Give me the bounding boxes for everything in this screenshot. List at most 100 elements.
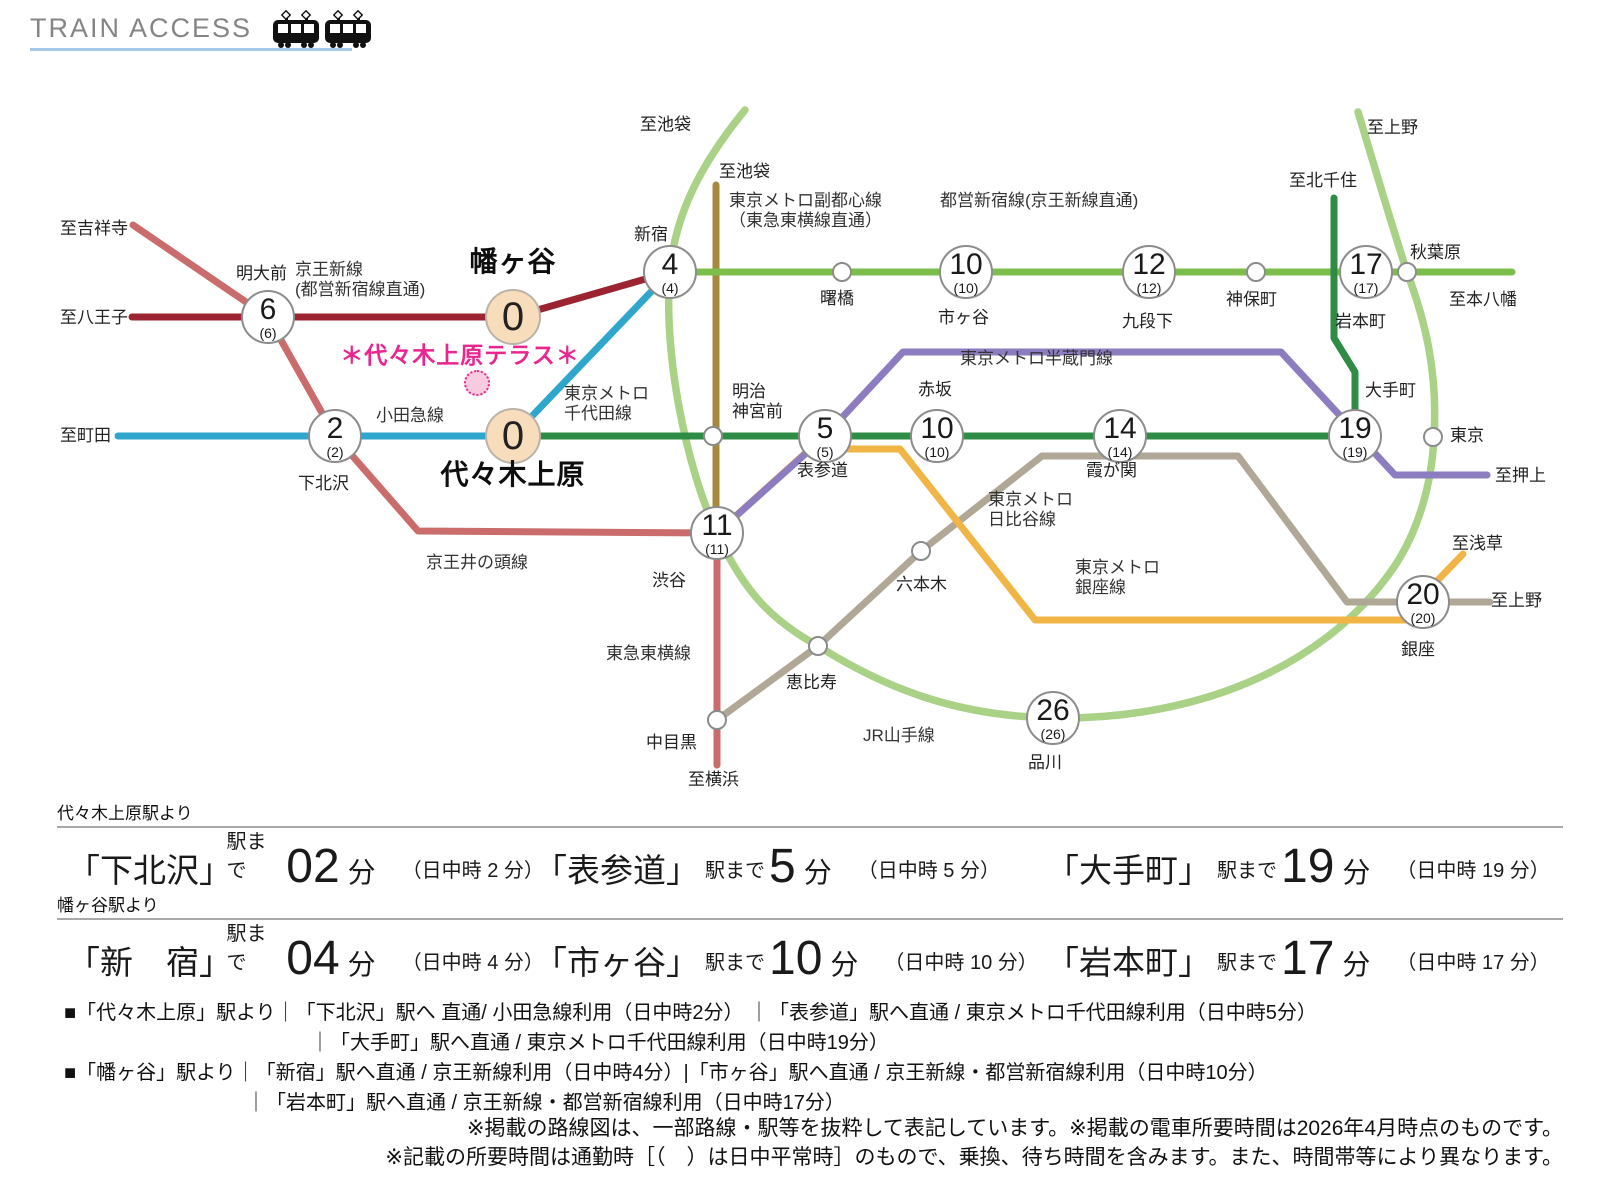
label-terrace-name: ＊代々木上原テラス＊	[340, 342, 580, 368]
station-minutes: 20	[1406, 577, 1440, 611]
label-line-toei-shinjuku: 都営新宿線(京王新線直通)	[940, 191, 1139, 210]
label-big-hatagaya: 幡ヶ谷	[469, 246, 557, 277]
time-minutes: 17	[1281, 931, 1335, 985]
disclaimers: ※掲載の路線図は、一部路線・駅等を抜粋して表記しています。※掲載の電車所要時間は…	[385, 1114, 1563, 1172]
label-st-akebonobashi: 曙橋	[820, 289, 854, 308]
label-to-ueno-top: 至上野	[1367, 118, 1418, 137]
label-big-yoyogi-uehara: 代々木上原	[440, 459, 586, 490]
station-jimbocho	[1246, 262, 1266, 282]
station-minutes-daytime: (2)	[326, 443, 344, 460]
time-minutes: 02	[286, 839, 340, 893]
station-minutes-daytime: (10)	[924, 443, 950, 460]
label-to-oshiage: 至押上	[1495, 466, 1546, 485]
time-suffix: 駅まで	[226, 923, 267, 974]
label-st-akasaka: 赤坂	[918, 380, 952, 399]
route-note-line: ■「代々木上原」駅より｜「下北沢」駅へ 直通/ 小田急線利用（日中時2分） ｜「…	[64, 1002, 1317, 1024]
station-ichigaya: 10(10)	[939, 245, 993, 299]
header: TRAIN ACCESS	[30, 9, 376, 55]
station-minutes-daytime: (10)	[953, 279, 979, 296]
station-minutes: 19	[1338, 411, 1372, 445]
label-st-shibuya: 渋谷	[652, 571, 686, 590]
time-suffix: 駅まで	[226, 831, 267, 882]
label-to-ikebukuro-yamanote: 至池袋	[640, 115, 691, 134]
label-to-ikebukuro-fukutoshin: 至池袋	[719, 162, 770, 181]
station-omotesando: 5(5)	[798, 409, 852, 463]
station-meidaimae: 6(6)	[241, 290, 295, 344]
time-station: 「下北沢」	[67, 851, 232, 889]
label-line-toyoko: 東急東横線	[606, 644, 691, 663]
label-line-hanzomon: 東京メトロ半蔵門線	[960, 349, 1113, 368]
time-daytime: （日中時 19 分）	[1396, 860, 1550, 882]
time-daytime: （日中時 4 分）	[401, 952, 544, 974]
time-station: 「市ヶ谷」	[534, 943, 699, 981]
label-st-ichigaya: 市ヶ谷	[938, 308, 989, 327]
line-ginza-asakusa-stub	[1433, 550, 1467, 585]
disclaimer-line: ※掲載の路線図は、一部路線・駅等を抜粋して表記しています。※掲載の電車所要時間は…	[466, 1117, 1563, 1140]
label-line-fukutoshin: 東京メトロ副都心線 （東急東横線直通）	[729, 191, 882, 230]
access-heading: 代々木上原駅より	[57, 804, 193, 823]
station-roppongi	[911, 541, 931, 561]
station-akihabara	[1397, 262, 1417, 282]
access-rule	[57, 918, 1563, 920]
time-minutes: 04	[286, 931, 340, 985]
time-suffix: 駅まで	[705, 952, 765, 974]
station-minutes: 5	[816, 411, 834, 445]
station-minutes: 10	[920, 411, 954, 445]
label-st-akihabara: 秋葉原	[1410, 243, 1461, 262]
time-unit: 分	[803, 856, 832, 888]
station-minutes: 26	[1036, 693, 1070, 727]
label-st-meidaimae: 明大前	[236, 264, 287, 283]
label-st-shinjuku: 新宿	[634, 225, 668, 244]
station-yoyogi-uehara: 0	[485, 408, 541, 464]
station-minutes: 0	[501, 295, 525, 339]
label-st-nakameguro: 中目黒	[646, 733, 697, 752]
page-title: TRAIN ACCESS	[30, 13, 253, 43]
label-st-shimokitazawa: 下北沢	[298, 474, 349, 493]
label-st-omotesando: 表参道	[797, 461, 848, 480]
station-minutes: 11	[701, 508, 733, 542]
route-note-line: ｜「岩本町」駅へ直通 / 京王新線・都営新宿線利用（日中時17分）	[246, 1092, 845, 1114]
label-st-meiji-jingumae: 明治 神宮前	[732, 382, 783, 421]
label-st-otemachi: 大手町	[1365, 381, 1416, 400]
station-iwamotocho: 17(17)	[1339, 245, 1393, 299]
train-cars-icon	[272, 9, 376, 55]
access-rule	[57, 826, 1563, 828]
station-tokyo	[1423, 427, 1443, 447]
station-otemachi: 19(19)	[1328, 409, 1382, 463]
label-line-inokashira: 京王井の頭線	[426, 553, 528, 572]
time-station: 「岩本町」	[1046, 943, 1211, 981]
label-st-shinagawa: 品川	[1028, 753, 1062, 772]
time-minutes: 10	[769, 931, 823, 985]
station-minutes-daytime: (20)	[1410, 609, 1436, 626]
label-st-kudanshita: 九段下	[1122, 312, 1173, 331]
station-kasumigaseki: 14(14)	[1093, 409, 1147, 463]
label-line-keio-shinsen: 京王新線 (都営新宿線直通)	[295, 260, 426, 299]
station-ebisu	[808, 636, 828, 656]
label-to-machida: 至町田	[60, 426, 111, 445]
route-notes: ■「代々木上原」駅より｜「下北沢」駅へ 直通/ 小田急線利用（日中時2分） ｜「…	[0, 998, 1620, 1118]
time-unit: 分	[347, 948, 376, 980]
time-suffix: 駅まで	[705, 860, 765, 882]
station-minutes-daytime: (14)	[1107, 443, 1133, 460]
station-shimokitazawa: 2(2)	[308, 409, 362, 463]
time-daytime: （日中時 17 分）	[1396, 952, 1550, 974]
station-shinagawa: 26(26)	[1026, 691, 1080, 745]
station-hatagaya: 0	[485, 289, 541, 345]
station-minutes-daytime: (5)	[816, 443, 834, 460]
station-shibuya: 11(11)	[690, 506, 744, 560]
time-unit: 分	[830, 948, 859, 980]
time-unit: 分	[1342, 948, 1371, 980]
label-st-kasumigaseki: 霞が関	[1086, 461, 1137, 480]
header-underline	[30, 48, 352, 51]
station-minutes: 0	[501, 414, 525, 458]
station-minutes: 12	[1132, 247, 1166, 281]
station-minutes: 4	[661, 247, 679, 281]
time-daytime: （日中時 10 分）	[884, 952, 1038, 974]
time-station: 「表参道」	[534, 851, 699, 889]
